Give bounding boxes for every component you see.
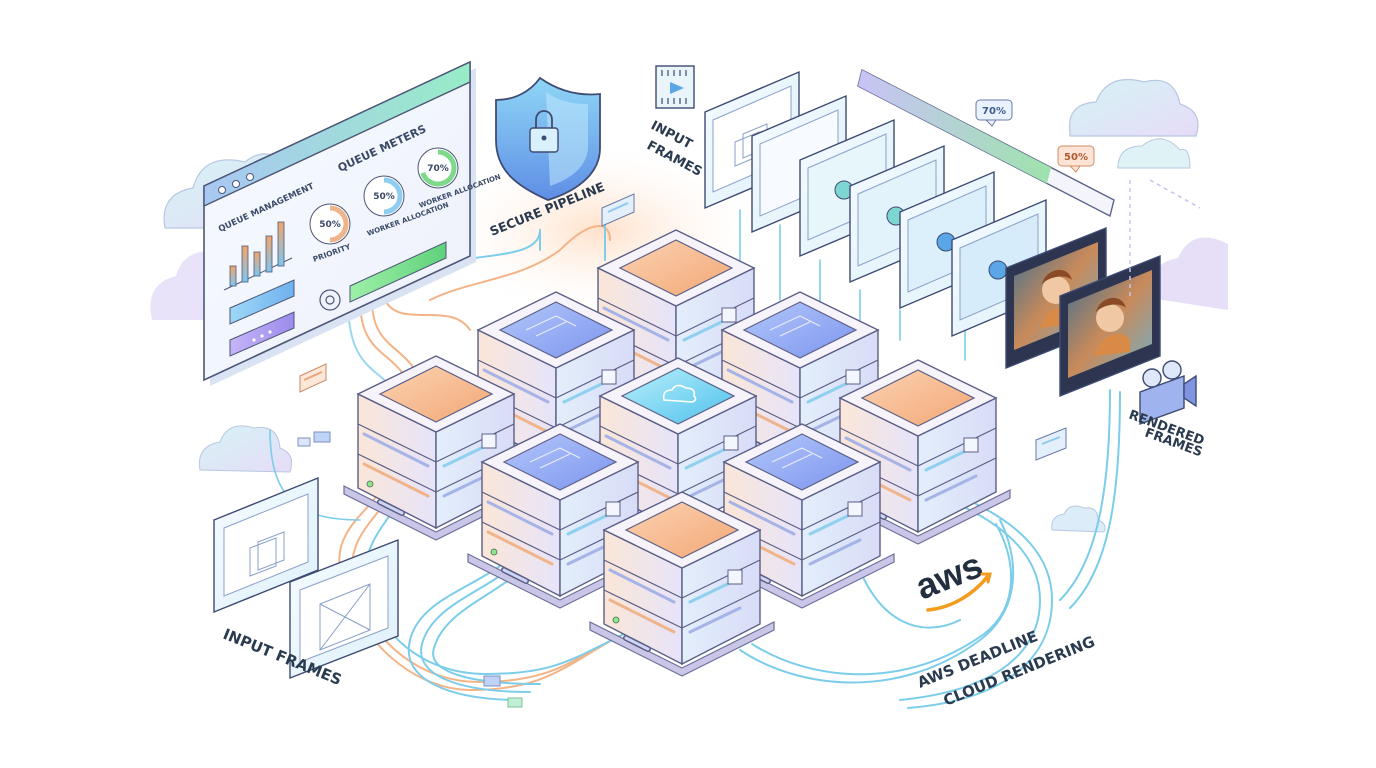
queue-dashboard: QUEUE MANAGEMENT QUEUE METERS 50% PRIORI… bbox=[203, 60, 502, 386]
server-unit bbox=[710, 424, 894, 608]
chart-bar bbox=[241, 245, 249, 283]
server-rack-grid bbox=[344, 230, 1010, 676]
small-tile bbox=[313, 431, 331, 443]
gauge-value: 70% bbox=[427, 164, 449, 174]
movie-camera-icon bbox=[1139, 360, 1197, 425]
gear-icon[interactable] bbox=[319, 289, 341, 311]
server-unit bbox=[584, 230, 768, 414]
small-window-icon bbox=[1035, 427, 1067, 461]
progress-badge: 50% bbox=[1057, 145, 1095, 173]
film-strip-icon bbox=[655, 65, 695, 109]
green-action-button[interactable] bbox=[349, 241, 447, 303]
progress-badge-text: 50% bbox=[1064, 152, 1088, 163]
server-unit bbox=[708, 292, 892, 476]
small-tile bbox=[483, 675, 501, 687]
cloud-icon bbox=[1068, 78, 1199, 169]
window-dot[interactable] bbox=[246, 173, 254, 181]
small-window-icon bbox=[601, 193, 635, 227]
progress-badge-text: 70% bbox=[982, 106, 1006, 117]
cloud-icon bbox=[1051, 505, 1106, 533]
small-tile bbox=[297, 437, 311, 447]
server-unit bbox=[590, 492, 774, 676]
queue-bar-chart bbox=[223, 221, 293, 291]
window-dot[interactable] bbox=[232, 180, 240, 188]
aws-logo-text: aws bbox=[910, 544, 988, 608]
play-icon bbox=[670, 82, 684, 94]
cables bbox=[269, 209, 1121, 709]
server-unit bbox=[826, 360, 1010, 544]
aws-logo: aws bbox=[910, 544, 992, 612]
frame-sequence bbox=[704, 70, 1161, 398]
server-unit-cloud bbox=[586, 358, 770, 542]
window-dot[interactable] bbox=[218, 186, 226, 194]
gauge-value: 50% bbox=[373, 192, 395, 202]
film-frame bbox=[213, 476, 319, 614]
chart-bar bbox=[229, 265, 237, 287]
chart-bar bbox=[277, 221, 285, 267]
chart-bar bbox=[265, 235, 273, 273]
server-unit bbox=[344, 356, 528, 540]
cloud-icon bbox=[198, 425, 293, 473]
background-clouds bbox=[150, 78, 1228, 533]
chart-bar bbox=[253, 251, 261, 277]
cloud-icon bbox=[662, 384, 697, 403]
small-window-icon bbox=[299, 363, 327, 393]
gauge-value: 50% bbox=[319, 220, 341, 230]
server-unit bbox=[464, 292, 648, 476]
input-frames-bottom: INPUT FRAMES bbox=[213, 363, 523, 708]
render-progress-bar bbox=[857, 68, 1115, 218]
server-unit bbox=[468, 424, 652, 608]
play-icon bbox=[988, 260, 1008, 280]
cloud-icon bbox=[1149, 237, 1228, 310]
gauge-priority: 50% PRIORITY bbox=[309, 203, 352, 264]
film-frame bbox=[289, 538, 399, 680]
more-options-button[interactable] bbox=[229, 311, 295, 357]
blue-action-button[interactable] bbox=[229, 279, 295, 325]
rendered-frame bbox=[1059, 254, 1161, 398]
progress-badge: 70% bbox=[975, 99, 1013, 127]
padlock-shield-icon bbox=[495, 76, 601, 201]
small-tile bbox=[507, 697, 523, 708]
